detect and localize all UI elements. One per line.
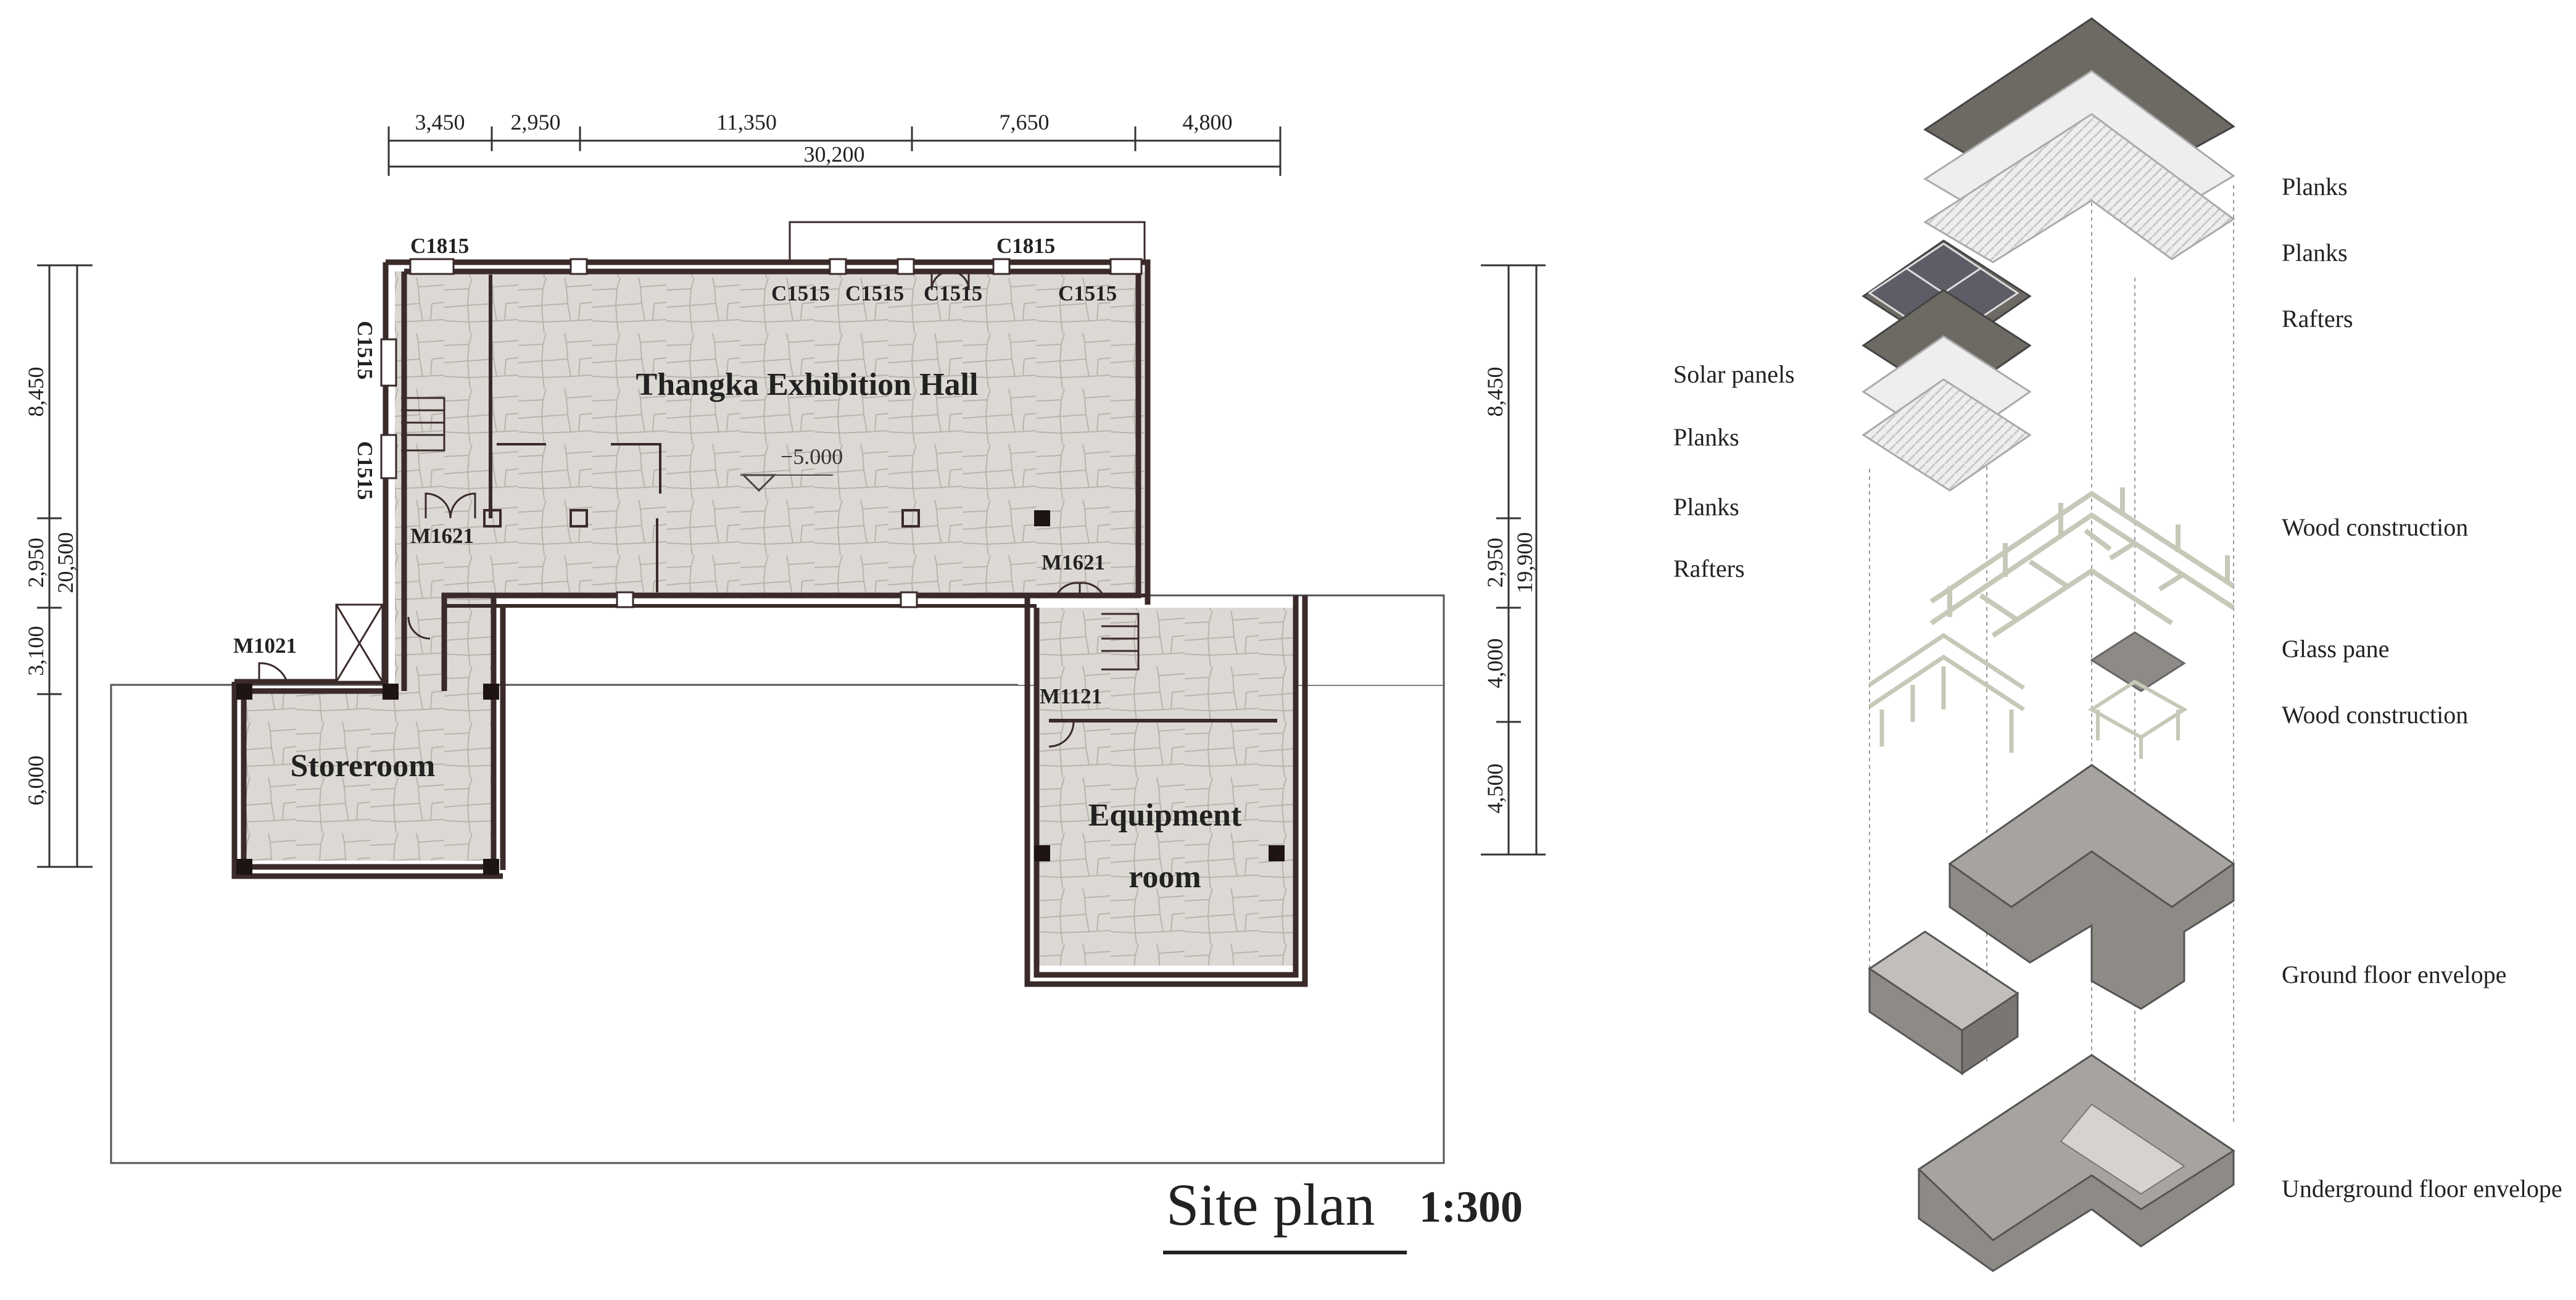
window-tag: C1515 xyxy=(924,281,982,305)
top-dim: 4,800 xyxy=(1183,110,1233,135)
right-dimension-lines xyxy=(1481,264,1546,856)
planks-layer-2 xyxy=(1923,113,2235,263)
label-underground-floor-envelope: Underground floor envelope xyxy=(2282,1175,2562,1203)
window-tag: C1515 xyxy=(771,281,830,305)
room-label-storeroom: Storeroom xyxy=(291,748,436,784)
top-dim: 7,650 xyxy=(1000,110,1050,135)
label-ground-floor-envelope: Ground floor envelope xyxy=(2282,961,2506,988)
top-dimension-lines xyxy=(387,126,1282,176)
door-tag: M1021 xyxy=(233,634,297,658)
window-tag: C1815 xyxy=(996,234,1055,258)
label-glass-pane: Glass pane xyxy=(2282,635,2389,663)
right-dim: 2,950 xyxy=(1483,538,1507,588)
label-solar-panels: Solar panels xyxy=(1673,360,1795,388)
window-tag: C1515 xyxy=(845,281,904,305)
label-planks: Planks xyxy=(2282,173,2348,201)
exploded-axonometric: Planks Planks Rafters Solar panels Plank… xyxy=(1673,17,2562,1272)
window-tag: C1815 xyxy=(410,234,469,258)
storeroom-floor xyxy=(244,691,494,861)
label-rafters: Rafters xyxy=(2282,305,2353,333)
label-wood-construction: Wood construction xyxy=(2282,701,2468,729)
right-dim: 4,000 xyxy=(1483,639,1507,689)
left-dim: 2,950 xyxy=(23,538,48,588)
stairs xyxy=(335,397,1140,683)
right-dim: 8,450 xyxy=(1483,367,1507,417)
label-wood-construction: Wood construction xyxy=(2282,513,2468,541)
window-tag: C1515 xyxy=(1058,281,1117,305)
left-dim: 3,100 xyxy=(23,626,48,676)
glass-pane-frame xyxy=(2088,679,2188,759)
left-dim: 8,450 xyxy=(23,367,48,417)
elevation-label: −5.000 xyxy=(781,444,843,469)
room-label-hall: Thangka Exhibition Hall xyxy=(636,367,979,402)
equipment-floor xyxy=(1037,608,1296,966)
right-dim: 4,500 xyxy=(1483,764,1507,814)
door-tag: M1621 xyxy=(410,524,474,548)
label-rafters: Rafters xyxy=(1673,555,1745,582)
windows xyxy=(380,258,1143,608)
top-dim: 3,450 xyxy=(415,110,465,135)
label-planks: Planks xyxy=(2282,239,2348,267)
label-planks: Planks xyxy=(1673,423,1739,451)
window-tag: C1515 xyxy=(353,321,377,379)
wood-construction-lower xyxy=(1868,632,2025,753)
hall-floor xyxy=(395,271,1145,598)
door-tag: M1621 xyxy=(1042,550,1105,574)
room-label-equipment-2: room xyxy=(1129,859,1201,895)
doors xyxy=(258,270,1104,748)
wood-construction-upper xyxy=(1929,487,2235,638)
top-total: 30,200 xyxy=(804,142,865,167)
site-plan: −5.000 Thangka Exhibition Hall Storeroom… xyxy=(23,110,1546,1254)
window-tag: C1515 xyxy=(353,441,377,500)
left-dim: 6,000 xyxy=(23,756,48,806)
room-label-equipment: Equipment xyxy=(1088,798,1242,833)
floor-areas xyxy=(244,271,1296,966)
plan-scale: 1:300 xyxy=(1419,1182,1523,1232)
top-dim: 2,950 xyxy=(511,110,561,135)
plan-title: Site plan xyxy=(1166,1172,1375,1238)
door-tag: M1121 xyxy=(1040,684,1102,708)
solar-rafters xyxy=(1862,378,2032,492)
column-outlines xyxy=(483,509,920,528)
left-dimension-lines xyxy=(37,264,93,868)
glass-pane xyxy=(2090,631,2186,692)
columns xyxy=(236,510,1285,875)
right-total: 19,900 xyxy=(1512,532,1537,594)
left-total: 20,500 xyxy=(53,532,78,594)
label-planks: Planks xyxy=(1673,493,1739,521)
top-dim: 11,350 xyxy=(716,110,777,135)
